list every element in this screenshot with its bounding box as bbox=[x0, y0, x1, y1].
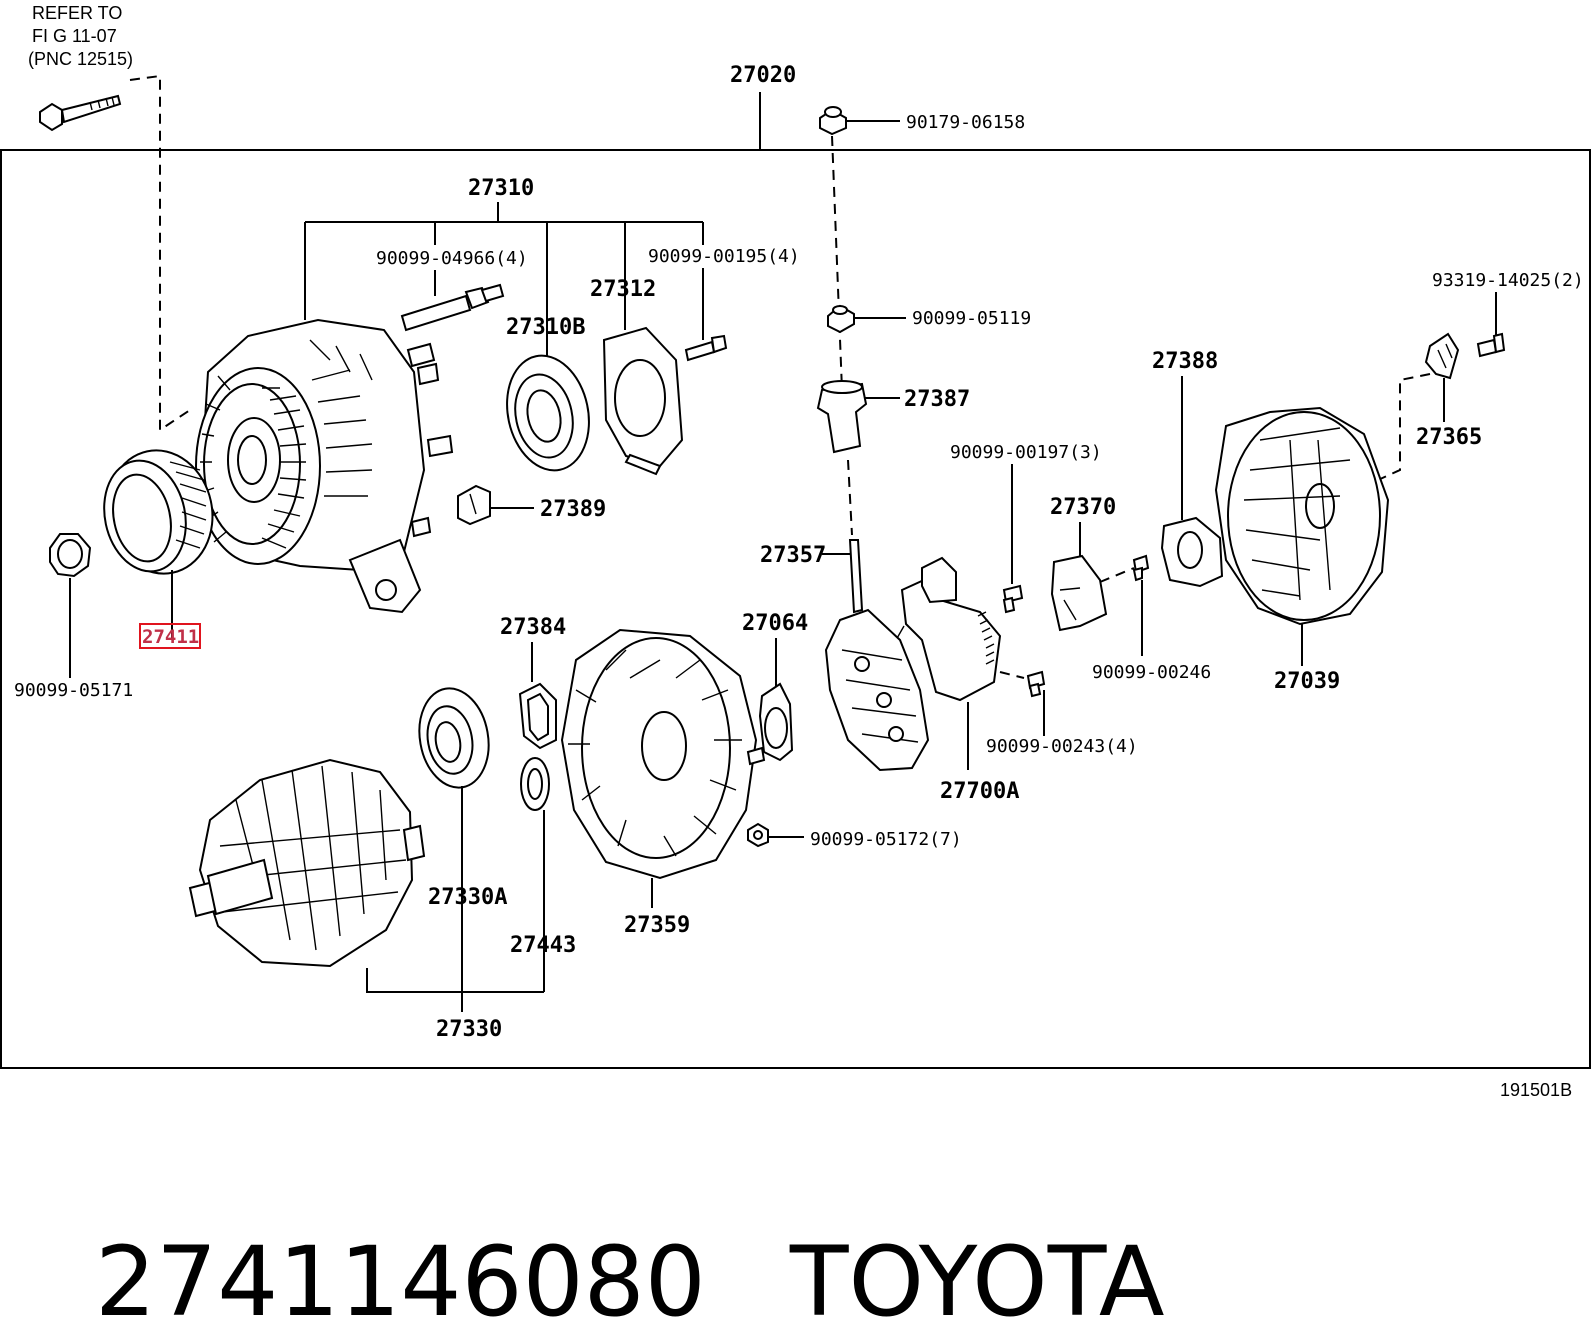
label-27359[interactable]: 27359 bbox=[624, 913, 690, 938]
bearing-27310b-drawing bbox=[506, 354, 590, 472]
highlight-box-27411 bbox=[139, 623, 201, 649]
label-27020[interactable]: 27020 bbox=[730, 63, 796, 88]
dash-axis-terminal-lower bbox=[847, 459, 853, 536]
retainer-plate-27312-drawing bbox=[602, 326, 684, 476]
screw-93319-drawing bbox=[1476, 332, 1506, 358]
terminal-insulator-27388-drawing bbox=[1160, 516, 1224, 588]
pulley-nut-drawing bbox=[49, 533, 92, 578]
alternator-housing-drawing bbox=[195, 318, 454, 614]
nut-90099-05172-drawing bbox=[747, 822, 769, 848]
label-27357[interactable]: 27357 bbox=[760, 543, 826, 568]
refer-note-line2: FI G 11-07 bbox=[32, 26, 117, 46]
cover-plug-27365-drawing bbox=[1424, 332, 1460, 380]
rotor-27330-drawing bbox=[188, 758, 426, 968]
label-27389[interactable]: 27389 bbox=[540, 497, 606, 522]
rear-cover-27039-drawing bbox=[1214, 406, 1390, 626]
label-27387[interactable]: 27387 bbox=[904, 387, 970, 412]
label-27443[interactable]: 27443 bbox=[510, 933, 576, 958]
label-90099-00195[interactable]: 90099-00195(4) bbox=[648, 246, 800, 267]
label-27700a[interactable]: 27700A bbox=[940, 779, 1019, 804]
stud-bolt-drawing bbox=[400, 283, 505, 332]
label-90099-05119[interactable]: 90099-05119 bbox=[912, 308, 1031, 329]
footer-brand: TOYOTA bbox=[789, 1226, 1165, 1338]
assembly-frame bbox=[0, 149, 1591, 1069]
label-27312[interactable]: 27312 bbox=[590, 277, 656, 302]
label-90099-00246[interactable]: 90099-00246 bbox=[1092, 662, 1211, 683]
label-27330a[interactable]: 27330A bbox=[428, 885, 507, 910]
bracket-27330 bbox=[366, 968, 544, 993]
label-27310[interactable]: 27310 bbox=[468, 176, 534, 201]
label-27039[interactable]: 27039 bbox=[1274, 669, 1340, 694]
label-27365[interactable]: 27365 bbox=[1416, 425, 1482, 450]
refer-note-line1: REFER TO bbox=[32, 3, 122, 23]
mounting-bolt-drawing bbox=[39, 94, 122, 132]
terminal-cap-27389-drawing bbox=[457, 484, 491, 526]
screw-00197-drawing bbox=[1002, 584, 1024, 614]
label-27411[interactable]: 27411 bbox=[142, 626, 199, 648]
drawing-code: 191501B bbox=[1500, 1080, 1572, 1100]
dash-plug-to-cover bbox=[1377, 373, 1431, 481]
bolt-00195-drawing bbox=[684, 334, 728, 362]
pulley-27411-drawing bbox=[103, 449, 214, 575]
footer-part-number: 2741146080 bbox=[95, 1226, 706, 1338]
nut-90099-05119-drawing bbox=[827, 304, 855, 334]
label-27384[interactable]: 27384 bbox=[500, 615, 566, 640]
label-90099-00243[interactable]: 90099-00243(4) bbox=[986, 736, 1138, 757]
dash-axis-terminal bbox=[831, 135, 843, 391]
label-27064[interactable]: 27064 bbox=[742, 611, 808, 636]
label-27370[interactable]: 27370 bbox=[1050, 495, 1116, 520]
alternator-parts-diagram: REFER TO FI G 11-07 (PNC 12515) 27020 90… bbox=[0, 3, 1591, 1100]
label-90099-04966[interactable]: 90099-04966(4) bbox=[376, 248, 528, 269]
cover-ring-27384-drawing bbox=[518, 682, 557, 750]
screw-00243-drawing bbox=[1026, 670, 1046, 698]
insulator-plate-27064-drawing bbox=[758, 682, 794, 762]
brush-holder-27370-drawing bbox=[1050, 554, 1108, 632]
dash-00246 bbox=[1099, 567, 1135, 583]
label-93319-14025[interactable]: 93319-14025(2) bbox=[1432, 270, 1584, 291]
label-90099-05171[interactable]: 90099-05171 bbox=[14, 680, 133, 701]
refer-to-note: REFER TO FI G 11-07 (PNC 12515) bbox=[28, 3, 133, 69]
label-90099-00197[interactable]: 90099-00197(3) bbox=[950, 442, 1102, 463]
label-27388[interactable]: 27388 bbox=[1152, 349, 1218, 374]
label-90099-05172[interactable]: 90099-05172(7) bbox=[810, 829, 962, 850]
dash-00243 bbox=[999, 671, 1025, 679]
nut-90179-06158-drawing bbox=[819, 106, 847, 136]
bracket-27310 bbox=[304, 202, 704, 370]
label-27310b[interactable]: 27310B bbox=[506, 315, 585, 340]
frame-27359-drawing bbox=[560, 628, 766, 880]
label-90179-06158[interactable]: 90179-06158 bbox=[906, 112, 1025, 133]
insulator-27387-drawing bbox=[816, 380, 868, 454]
refer-leader-line bbox=[129, 74, 191, 432]
refer-note-line3: (PNC 12515) bbox=[28, 49, 133, 69]
washer-27443-drawing bbox=[520, 757, 550, 811]
label-27330[interactable]: 27330 bbox=[436, 1017, 502, 1042]
screw-00246-drawing bbox=[1132, 554, 1150, 582]
bearing-27330a-drawing bbox=[418, 687, 490, 789]
regulator-27700a-drawing bbox=[895, 556, 1002, 702]
rectifier-27357-drawing bbox=[824, 539, 930, 772]
